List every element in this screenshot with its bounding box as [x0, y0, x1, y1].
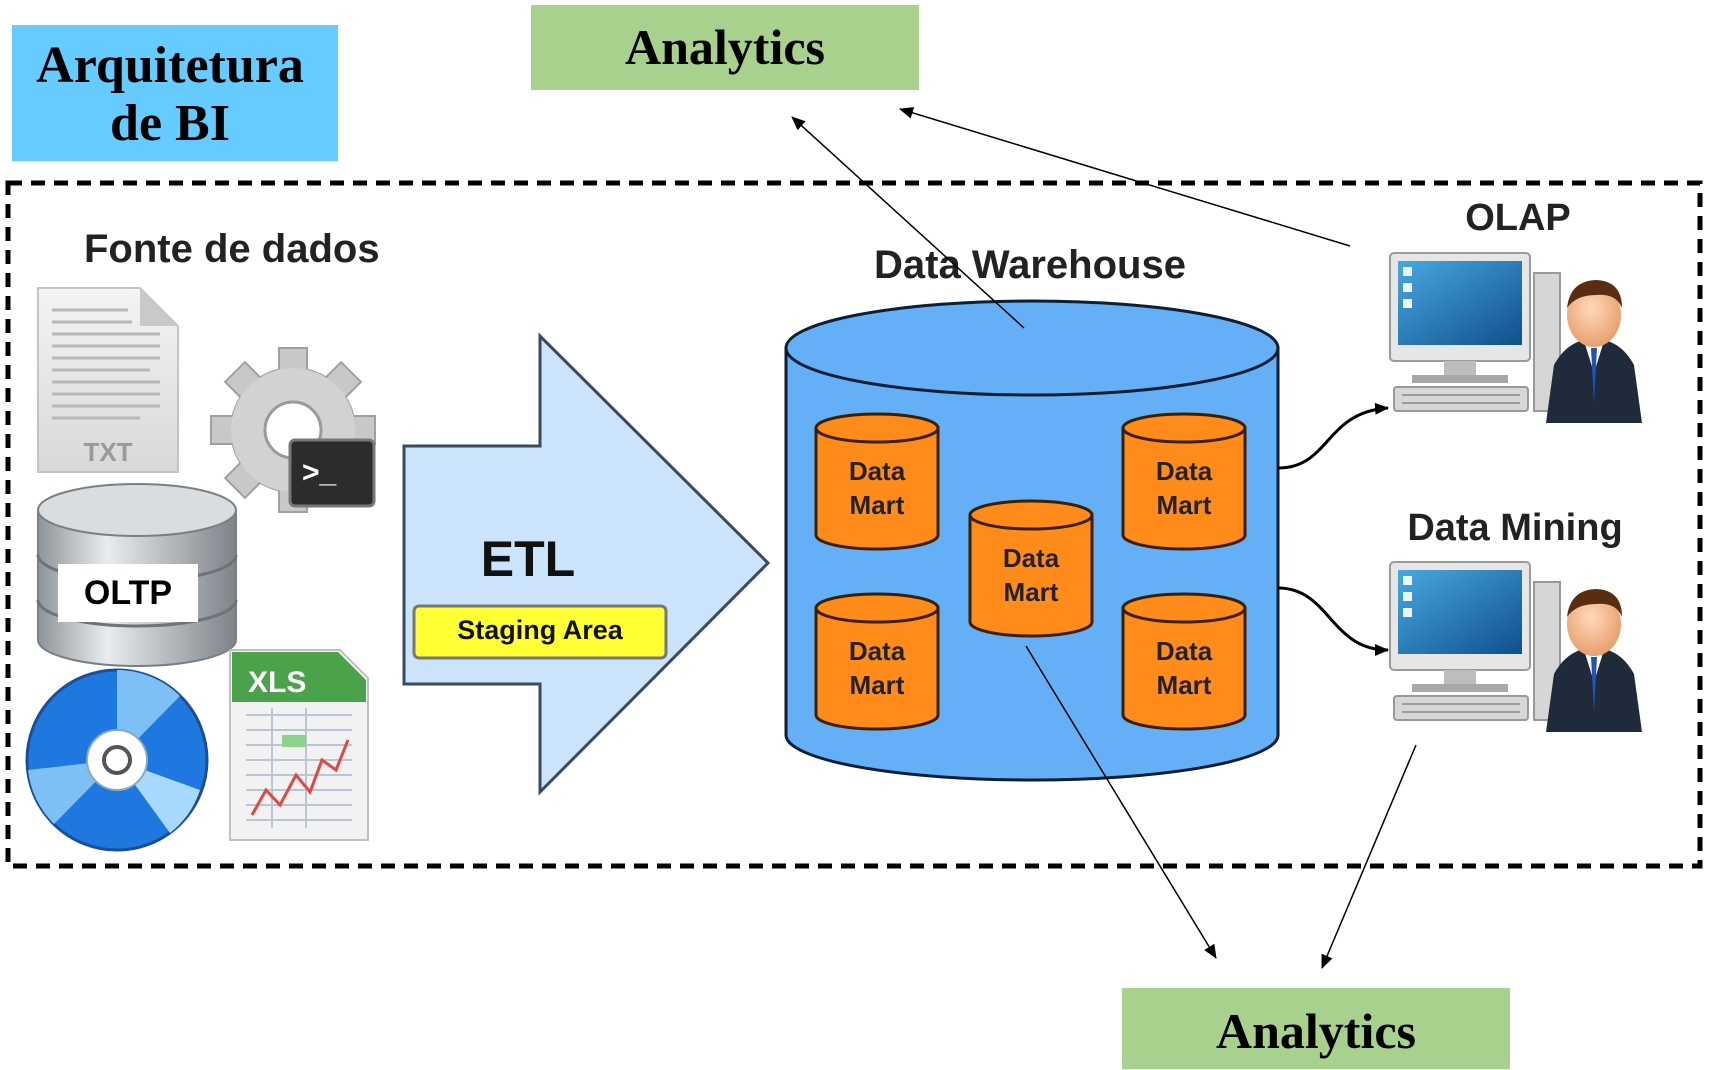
data-mart-4: Data Mart — [814, 592, 940, 731]
data-mining-workstation-icon — [1389, 561, 1642, 732]
arrow-mining-to-analytics-bottom — [1321, 744, 1417, 969]
analytics-bottom-label: Analytics — [1216, 1003, 1416, 1059]
data-mart-2: Data Mart — [1121, 412, 1247, 551]
warehouse-heading: Data Warehouse — [874, 243, 1186, 287]
connector-warehouse-olap — [1277, 402, 1389, 470]
data-mart-1: Data Mart — [814, 412, 940, 551]
data-mart-2-line-1: Data — [1156, 456, 1213, 486]
analytics-top-background — [531, 5, 919, 90]
etl-arrow: ETL Staging Area — [402, 332, 771, 796]
arrow-datamart-to-analytics-bottom — [1025, 645, 1217, 959]
oltp-label: OLTP — [84, 574, 172, 612]
data-mart-3-line-1: Data — [1003, 543, 1060, 573]
data-mart-4-line-2: Mart — [850, 670, 905, 700]
bi-boundary-frame — [5, 180, 1703, 869]
etl-label: ETL — [481, 531, 575, 587]
sources-heading: Fonte de dados — [84, 227, 380, 271]
connector-warehouse-mining — [1277, 586, 1389, 656]
staging-area-box: Staging Area — [412, 604, 668, 660]
analytics-top-label: Analytics — [625, 19, 825, 75]
data-mart-1-line-2: Mart — [850, 490, 905, 520]
data-mart-1-line-1: Data — [849, 456, 906, 486]
disc-icon — [25, 668, 209, 852]
data-mart-5: Data Mart — [1121, 592, 1247, 731]
title-box: Arquitetura de BI — [12, 25, 338, 161]
oltp-database-icon: OLTP — [36, 483, 238, 667]
data-mart-2-line-2: Mart — [1157, 490, 1212, 520]
title-background — [12, 25, 338, 161]
data-mart-3-line-2: Mart — [1004, 577, 1059, 607]
data-mart-5-line-2: Mart — [1157, 670, 1212, 700]
title-line-1: Arquitetura — [36, 37, 304, 94]
txt-file-label: TXT — [83, 437, 132, 467]
data-mart-5-line-1: Data — [1156, 636, 1213, 666]
olap-heading: OLAP — [1465, 197, 1571, 239]
staging-area-label: Staging Area — [457, 615, 624, 645]
olap-workstation-icon — [1389, 252, 1642, 423]
data-mining-heading: Data Mining — [1407, 507, 1622, 549]
terminal-prompt: >_ — [302, 456, 337, 489]
xls-file-icon: XLS — [229, 649, 369, 841]
data-mart-4-line-1: Data — [849, 636, 906, 666]
xls-file-label: XLS — [248, 666, 306, 699]
arrow-warehouse-to-analytics-top — [791, 116, 1025, 329]
analytics-bottom-background — [1122, 988, 1510, 1069]
arrow-olap-to-analytics-top — [899, 107, 1351, 247]
analytics-top-box: Analytics — [531, 5, 919, 90]
title-line-2: de BI — [110, 95, 230, 152]
analytics-bottom-box: Analytics — [1122, 988, 1510, 1069]
txt-file-icon: TXT — [37, 287, 179, 473]
gear-terminal-icon: >_ — [210, 347, 376, 513]
data-mart-3: Data Mart — [968, 499, 1094, 638]
